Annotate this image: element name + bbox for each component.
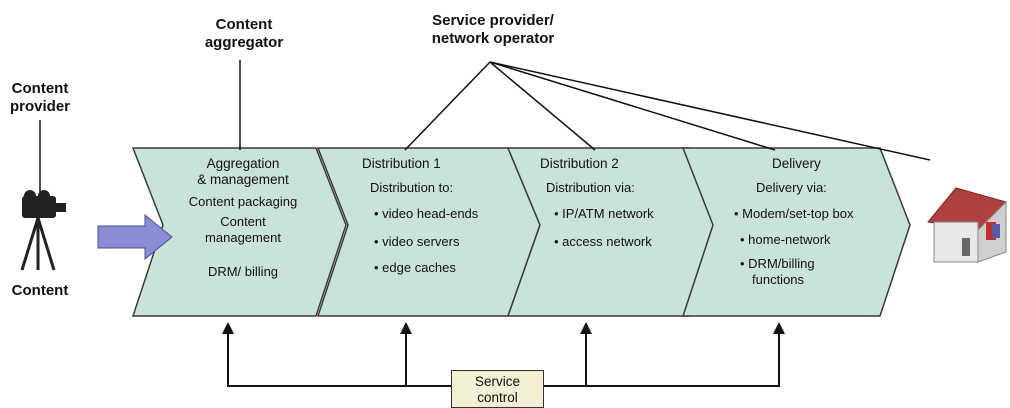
stage-item: Delivery via: — [756, 180, 827, 195]
stage-delivery-text: Delivery Delivery via: • Modem/set-top b… — [726, 156, 904, 288]
stage-item: Content packaging — [188, 194, 298, 209]
stage-item: • video servers — [374, 234, 460, 249]
content-label: Content — [11, 282, 69, 299]
input-arrow — [97, 213, 173, 261]
stage-title: Distribution 2 — [540, 156, 619, 171]
service-provider-lines — [404, 61, 931, 161]
label-line: Content — [11, 80, 69, 97]
house-icon — [927, 187, 1007, 263]
stage-item: • Modem/set-top box — [734, 206, 854, 221]
stage-item: • home-network — [740, 232, 831, 247]
camera-icon — [20, 190, 66, 271]
service-control-connectors — [227, 332, 780, 387]
stage-item: functions — [752, 272, 805, 287]
service-provider-label: Service provider/ network operator — [418, 12, 568, 48]
stage-title: Distribution 1 — [362, 156, 441, 171]
stage-title: & management — [197, 172, 289, 187]
stage-distribution-1-text: Distribution 1 Distribution to: • video … — [352, 156, 522, 276]
stage-title: Delivery — [772, 156, 821, 171]
stage-item: • DRM/billing — [740, 256, 815, 271]
service-control-arrowheads — [222, 322, 785, 334]
stage-item: Distribution via: — [546, 180, 635, 195]
stage-aggregation-text: Aggregation & management Content packagi… — [168, 156, 318, 280]
stage-item: management — [205, 230, 281, 245]
stage-title: Aggregation — [206, 156, 280, 171]
chevron-delivery — [681, 147, 911, 317]
stage-item: • IP/ATM network — [554, 206, 654, 221]
service-control-box: Service control — [451, 370, 544, 408]
label-line: Service — [474, 374, 520, 389]
stage-item: DRM/ billing — [207, 264, 279, 279]
chevron-aggregation — [131, 147, 347, 317]
stage-item: • edge caches — [374, 260, 456, 275]
label-line: Content — [215, 16, 273, 33]
stage-distribution-2-text: Distribution 2 Distribution via: • IP/AT… — [540, 156, 710, 250]
content-aggregator-label: Content aggregator — [198, 16, 290, 52]
label-line: Service provider/ — [432, 12, 554, 29]
stage-item: • video head-ends — [374, 206, 479, 221]
label-line: aggregator — [204, 34, 284, 51]
label-line: control — [477, 390, 518, 405]
stage-item: Distribution to: — [370, 180, 454, 195]
label-line: network operator — [431, 30, 555, 47]
stage-item: • access network — [554, 234, 652, 249]
stage-item: Content — [220, 214, 266, 229]
content-provider-label: Content provider — [2, 80, 78, 116]
label-line: provider — [9, 98, 70, 115]
